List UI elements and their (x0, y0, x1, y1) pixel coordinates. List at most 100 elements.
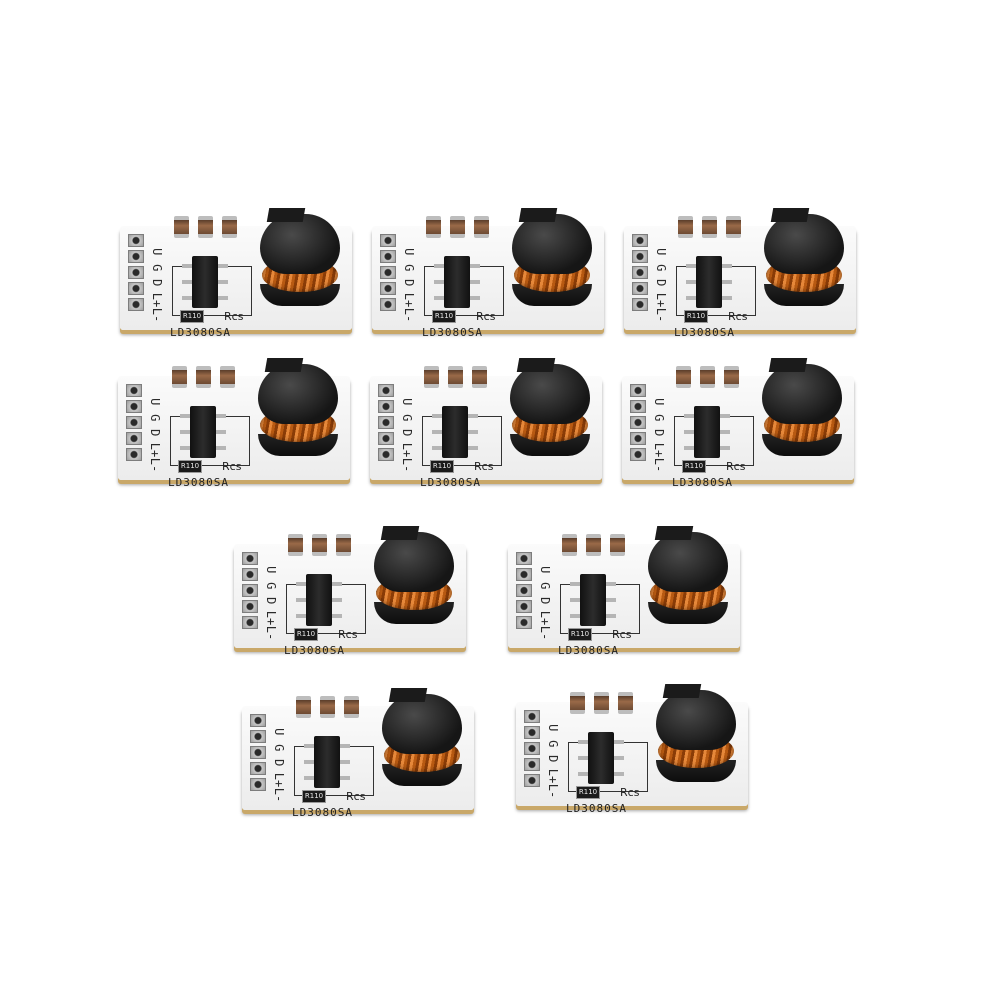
solder-pad (242, 552, 258, 565)
solder-pad (126, 448, 142, 461)
pin-label: L- (149, 308, 164, 323)
solder-pad (524, 758, 540, 771)
solder-pad (516, 584, 532, 597)
driver-ic (570, 574, 616, 626)
pin-label: L+ (537, 610, 552, 626)
rcs-label: Rcs (726, 460, 746, 473)
sense-resistor: R110 (302, 790, 326, 803)
capacitor (618, 692, 633, 714)
sense-resistor: R110 (294, 628, 318, 641)
ferrite-cap (374, 532, 454, 592)
power-inductor (510, 208, 594, 310)
solder-pad (380, 266, 396, 279)
rcs-label: Rcs (474, 460, 494, 473)
solder-pad (128, 298, 144, 311)
model-label: LD3080SA (284, 644, 345, 657)
pin-label: D (537, 597, 552, 605)
pin-label: D (401, 279, 416, 287)
sense-resistor: R110 (684, 310, 708, 323)
solder-pad (126, 384, 142, 397)
solder-pad (630, 448, 646, 461)
sense-resistor: R110 (178, 460, 202, 473)
pin-label: L+ (653, 292, 668, 308)
solder-pad (516, 600, 532, 613)
ferrite-tab (380, 526, 420, 540)
model-label: LD3080SA (674, 326, 735, 339)
solder-pad (630, 400, 646, 413)
rcs-label: Rcs (222, 460, 242, 473)
solder-pad (524, 710, 540, 723)
capacitor (448, 366, 463, 388)
sense-resistor: R110 (432, 310, 456, 323)
sense-resistor: R110 (430, 460, 454, 473)
pin-label: D (653, 279, 668, 287)
pin-label: U (401, 248, 416, 256)
pin-label: D (263, 597, 278, 605)
solder-pad (378, 400, 394, 413)
pin-label: G (147, 413, 162, 421)
ferrite-cap (258, 364, 338, 424)
rcs-label: Rcs (346, 790, 366, 803)
capacitor (474, 216, 489, 238)
pin-label: U (653, 248, 668, 256)
capacitor (594, 692, 609, 714)
capacitor (320, 696, 335, 718)
pin-label: L- (147, 458, 162, 473)
solder-pad (250, 778, 266, 791)
model-label: LD3080SA (672, 476, 733, 489)
solder-pad (250, 714, 266, 727)
pin-label: U (537, 566, 552, 574)
pin-label: G (271, 743, 286, 751)
solder-pad (250, 762, 266, 775)
pin-label: L+ (651, 442, 666, 458)
capacitor (702, 216, 717, 238)
pin-label: G (149, 263, 164, 271)
pin-label: L- (263, 626, 278, 641)
pin-label: L+ (149, 292, 164, 308)
solder-pad (380, 298, 396, 311)
capacitor (570, 692, 585, 714)
solder-pad (250, 746, 266, 759)
ferrite-cap (764, 214, 844, 274)
ferrite-cap (648, 532, 728, 592)
rcs-label: Rcs (620, 786, 640, 799)
capacitor (724, 366, 739, 388)
solder-pad (126, 416, 142, 429)
solder-pad (516, 616, 532, 629)
capacitor (312, 534, 327, 556)
solder-pad (242, 568, 258, 581)
rcs-label: Rcs (476, 310, 496, 323)
solder-pad (524, 774, 540, 787)
pin-label: U (271, 728, 286, 736)
pin-label: D (651, 429, 666, 437)
sense-resistor: R110 (180, 310, 204, 323)
solder-pad (242, 584, 258, 597)
ferrite-tab (662, 684, 702, 698)
solder-pad (250, 730, 266, 743)
ferrite-tab (654, 526, 694, 540)
pin-label: L+ (399, 442, 414, 458)
solder-pad (632, 282, 648, 295)
solder-pad (632, 234, 648, 247)
capacitor (288, 534, 303, 556)
pin-label: U (149, 248, 164, 256)
power-inductor (508, 358, 592, 460)
power-inductor (646, 526, 730, 628)
capacitor (172, 366, 187, 388)
capacitor (222, 216, 237, 238)
solder-pad (632, 298, 648, 311)
pin-label: G (399, 413, 414, 421)
solder-pad (126, 400, 142, 413)
model-label: LD3080SA (170, 326, 231, 339)
ferrite-cap (260, 214, 340, 274)
